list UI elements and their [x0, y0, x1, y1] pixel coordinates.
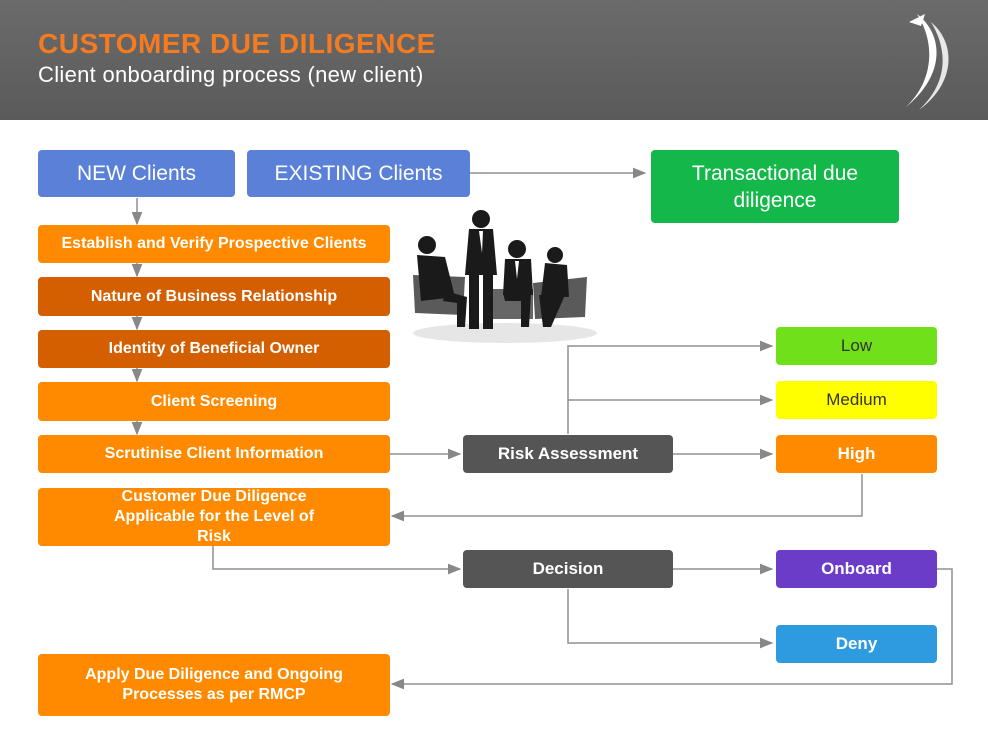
decision-box: Decision: [463, 550, 673, 588]
scrutinise-info-step: Scrutinise Client Information: [38, 435, 390, 473]
transactional-due-diligence-box: Transactional due diligence: [651, 150, 899, 223]
page-title: CUSTOMER DUE DILIGENCE: [38, 28, 436, 59]
new-clients-box: NEW Clients: [38, 150, 235, 197]
risk-assessment-box: Risk Assessment: [463, 435, 673, 473]
business-meeting-silhouette-icon: [413, 210, 597, 343]
page-subtitle: Client onboarding process (new client): [38, 62, 424, 87]
apply-ongoing-processes-step: Apply Due Diligence and Ongoing Processe…: [38, 654, 390, 716]
header-banner: CUSTOMER DUE DILIGENCE Client onboarding…: [0, 0, 988, 120]
risk-high-box: High: [776, 435, 937, 473]
client-screening-step: Client Screening: [38, 382, 390, 421]
onboard-box: Onboard: [776, 550, 937, 588]
customer-due-diligence-step: Customer Due Diligence Applicable for th…: [38, 488, 390, 546]
nature-business-step: Nature of Business Relationship: [38, 277, 390, 316]
existing-clients-box: EXISTING Clients: [247, 150, 470, 197]
swoosh-logo-icon: [905, 14, 949, 110]
risk-low-box: Low: [776, 327, 937, 365]
risk-medium-box: Medium: [776, 381, 937, 419]
establish-verify-step: Establish and Verify Prospective Clients: [38, 225, 390, 263]
deny-box: Deny: [776, 625, 937, 663]
identity-owner-step: Identity of Beneficial Owner: [38, 330, 390, 368]
